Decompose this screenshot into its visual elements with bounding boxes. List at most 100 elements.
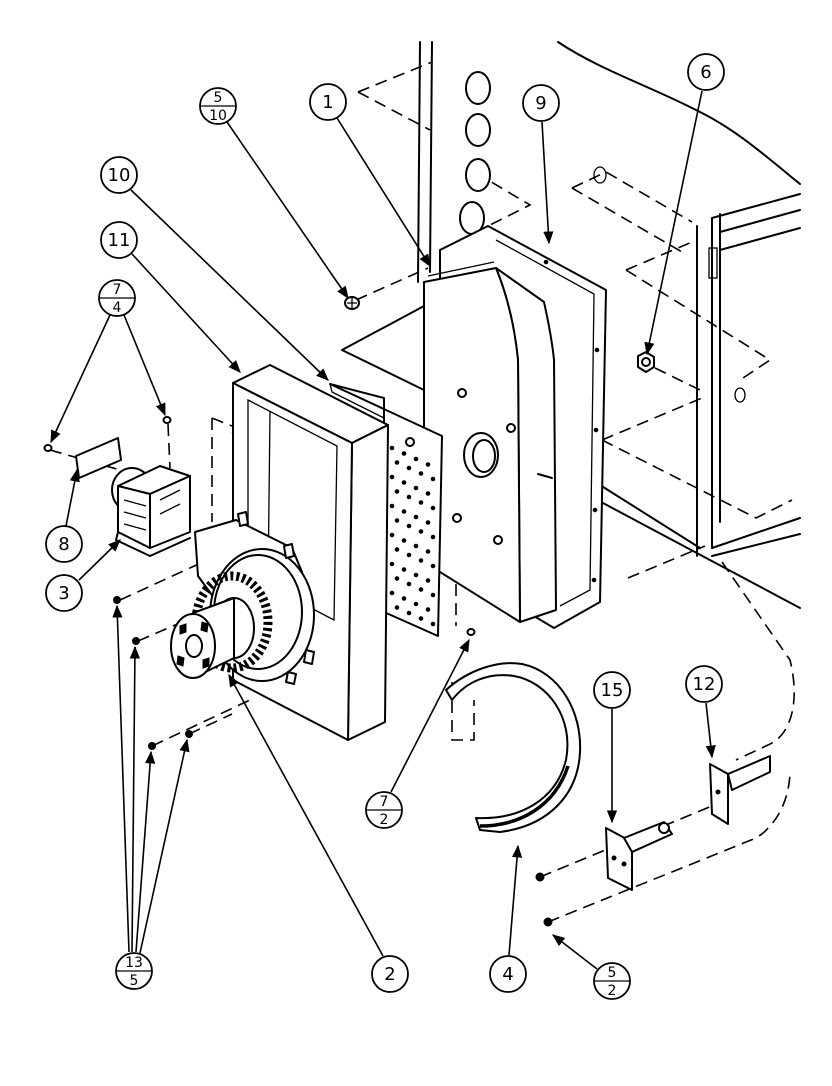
motor-markings [176,621,210,669]
perforation-hole [413,514,419,520]
callout-5-10-bottom: 10 [209,108,227,124]
callout-12-label: 12 [693,674,716,695]
perforation-hole [406,523,412,529]
perforation-hole [394,518,400,523]
leader-line [336,117,431,268]
plate-screw [405,437,415,447]
callout-5-2-bottom: 2 [608,983,617,999]
callout-8-label: 8 [58,534,69,555]
small-screw [162,416,172,424]
perforation-hole [401,509,407,514]
callout-2-label: 2 [384,964,395,985]
callouts: 5 10 1 9 6 10 11 7 4 [45,53,725,1000]
perforation-hole [389,561,395,567]
perforation-hole [401,451,407,456]
perforation-hole [430,621,436,627]
callout-13-5: 13 5 [115,952,153,990]
housing-collar-inner [472,439,496,473]
perforation-hole [418,587,424,592]
housing-lip [427,261,495,277]
callout-13-5-top: 13 [125,955,143,971]
callout-3-label: 3 [58,583,69,604]
small-screw [185,730,193,738]
perforation-hole [413,601,419,607]
callout-9-label: 9 [535,93,546,114]
perforation-hole [425,578,431,583]
cabinet-left-post [417,41,433,283]
housing-screw [452,513,462,523]
callout-9: 9 [522,84,560,122]
small-screw [132,637,140,645]
small-screw [43,444,53,452]
perforation-hole [394,460,400,465]
part-12-bracket [709,755,771,825]
dashed-guide-line [539,805,713,878]
cabinet-slot [708,247,718,279]
callout-2: 2 [371,955,409,993]
callout-5-10-top: 5 [214,90,223,106]
leader-line [228,673,384,957]
perforation-hole [394,489,400,494]
perforation-hole [413,572,419,578]
motor-end-cap [170,613,216,679]
callout-7-2-bottom: 2 [380,812,389,828]
dashed-guide-line [601,397,793,519]
dashed-guide-line [355,267,429,301]
perforation-hole [425,607,431,612]
screw-5-10 [344,296,360,310]
leader-line [705,702,716,759]
shield-outline [445,662,582,833]
perforation-hole [406,552,412,558]
transformer-front [117,485,151,549]
perforation-hole [394,547,400,552]
gasket-hole [591,577,597,583]
small-screw [543,917,553,927]
callout-11: 11 [100,221,138,259]
callout-15: 15 [593,671,631,709]
gasket-hole [592,507,598,513]
cabinet-hole [465,71,491,105]
part-8-plate [75,437,122,479]
callout-7-4-top: 7 [113,282,122,298]
callout-10: 10 [100,156,138,194]
leader-line [139,738,190,954]
housing-collar [463,432,499,478]
perforation-hole [418,558,424,563]
perforation-hole [425,462,431,467]
box-opening [247,398,338,622]
dashed-guide-line [547,769,791,923]
perforation-hole [413,456,419,462]
part-4-curved-shield [445,662,582,833]
cabinet-hole [465,158,491,192]
callout-1-label: 1 [322,92,333,113]
perforation-hole [406,465,412,471]
callout-circle [522,84,560,122]
leader-lines [50,90,716,970]
perforation-hole [389,503,395,509]
part-15-bracket [605,821,673,891]
perforation-hole [401,567,407,572]
perforation-hole [418,500,424,505]
housing-screw [457,388,467,398]
part-3-transformer [111,465,191,557]
callout-12: 12 [685,665,723,703]
transformer-bracket [115,531,191,557]
bracket-12-hole [715,789,721,795]
nut-hex [637,351,655,373]
callout-8: 8 [45,525,83,563]
callout-circle [309,83,347,121]
callout-circle [593,671,631,709]
gasket-hole [543,259,549,265]
perforation-hole [394,605,400,610]
housing-screw [493,535,503,545]
callout-13-5-bottom: 5 [130,973,139,989]
small-screw [148,742,156,750]
perforation-hole [430,476,436,482]
leader-line [65,468,80,527]
callout-circle [45,525,83,563]
small-screw [535,872,545,882]
nut-hole [641,357,651,367]
cabinet-bottom-rail [711,517,801,557]
blower-wheel [191,571,273,673]
